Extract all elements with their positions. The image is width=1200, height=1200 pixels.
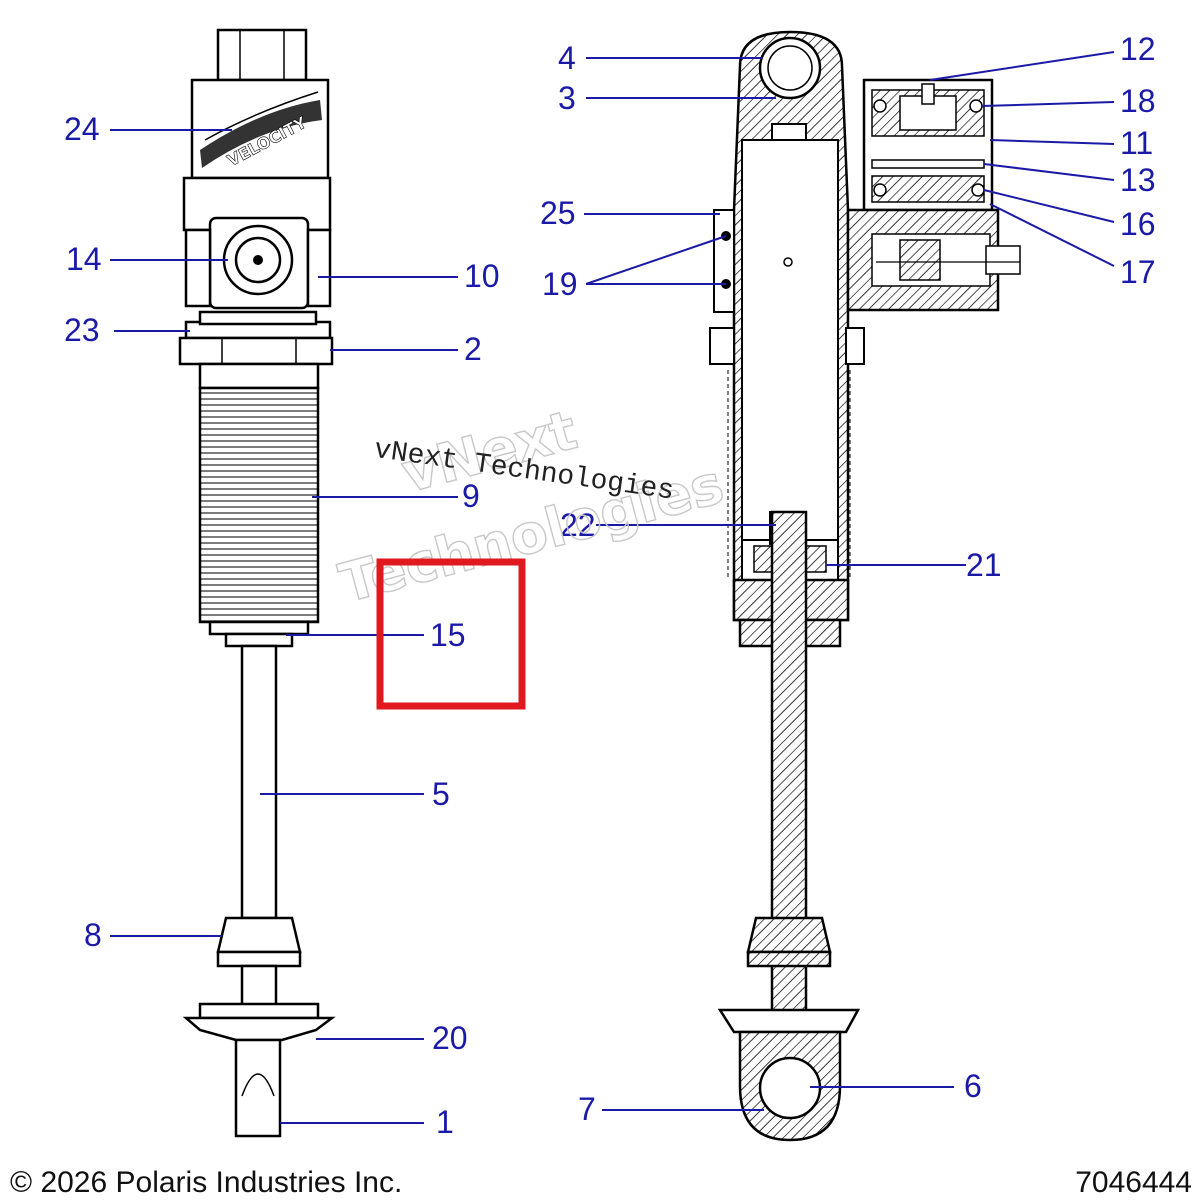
callout-4: 4 (558, 40, 576, 76)
exterior-view: VELOCITY (178, 28, 336, 1138)
callout-labels: 24 14 23 8 10 2 9 15 5 20 1 4 3 25 19 22… (64, 31, 1156, 1140)
callout-7: 7 (578, 1091, 596, 1127)
callout-9: 9 (462, 478, 480, 514)
callout-15: 15 (430, 617, 466, 653)
leader-lines (110, 51, 1115, 1124)
copyright-notice: © 2026 Polaris Industries Inc. (10, 1166, 403, 1199)
callout-12: 12 (1120, 31, 1156, 67)
highlight-box (376, 558, 526, 710)
callout-14: 14 (66, 241, 102, 277)
callout-10: 10 (464, 258, 500, 294)
callout-18: 18 (1120, 83, 1156, 119)
cross-section-view (709, 30, 1021, 1142)
callout-24: 24 (64, 111, 100, 147)
top-eye-bushing (758, 36, 822, 100)
callout-23: 23 (64, 312, 100, 348)
section-rod (770, 510, 808, 1062)
callout-20: 20 (432, 1020, 468, 1056)
callout-19: 19 (542, 266, 578, 302)
callout-5: 5 (432, 776, 450, 812)
callout-2: 2 (464, 331, 482, 367)
callout-25: 25 (540, 195, 576, 231)
threaded-body (198, 386, 320, 624)
callout-8: 8 (84, 917, 102, 953)
part-number: 7046444 (1075, 1166, 1192, 1199)
piston-rod (240, 644, 278, 920)
callout-16: 16 (1120, 206, 1156, 242)
callout-1: 1 (436, 1104, 454, 1140)
callout-11: 11 (1120, 125, 1153, 161)
callout-21: 21 (966, 547, 1002, 583)
callout-17: 17 (1120, 254, 1156, 290)
watermark: vNext Technologies vNext Technologies (333, 398, 731, 616)
callout-3: 3 (558, 80, 576, 116)
callout-22: 22 (560, 507, 596, 543)
callout-6: 6 (964, 1068, 982, 1104)
callout-13: 13 (1120, 162, 1156, 198)
